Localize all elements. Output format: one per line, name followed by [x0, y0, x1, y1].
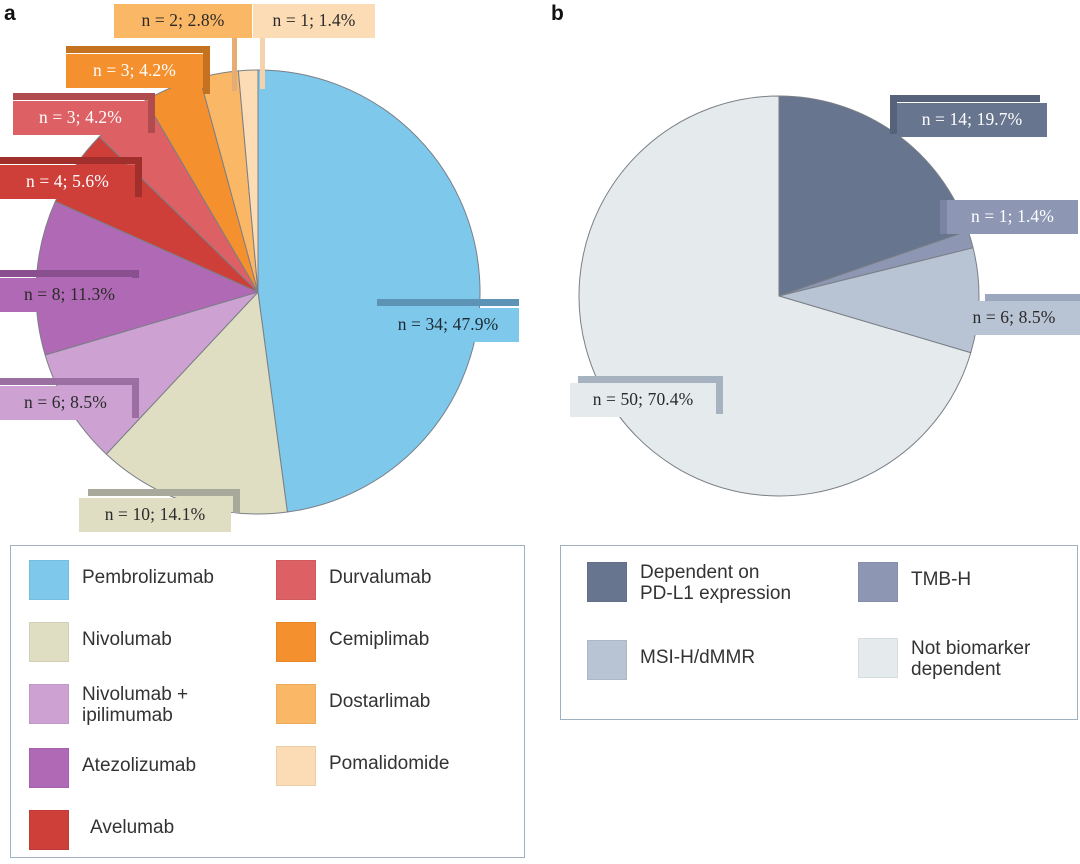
- legend-label-cemiplimab: Cemiplimab: [329, 629, 430, 650]
- leader-nivo-ipi: [0, 378, 139, 385]
- leader-pdl1: [890, 95, 1040, 102]
- leader-not-biomarker: [578, 376, 723, 383]
- leader-nivolumab-vert: [233, 489, 240, 513]
- legend-label-pembrolizumab: Pembrolizumab: [82, 567, 214, 588]
- pie-slice: [778, 247, 980, 354]
- legend-swatch-tmb-h: [858, 562, 898, 602]
- label-nivo-ipi: n = 6; 8.5%: [0, 386, 131, 420]
- legend-label-nivolumab-ipilimumab: Nivolumab + ipilimumab: [82, 684, 189, 726]
- legend-item-dostarlimab[interactable]: Dostarlimab: [276, 684, 449, 724]
- leader-atezolizumab: [0, 270, 139, 277]
- leader-cemiplimab-vert: [203, 46, 210, 94]
- legend-item-tmb-h[interactable]: TMB-H: [858, 562, 1030, 602]
- label-pomalidomide: n = 1; 1.4%: [253, 4, 375, 38]
- leader-cemiplimab: [66, 46, 210, 53]
- legend-label-avelumab: Avelumab: [90, 817, 175, 838]
- legend-item-durvalumab[interactable]: Durvalumab: [276, 560, 449, 600]
- leader-pdl1-vert: [890, 95, 897, 134]
- leader-msih: [985, 294, 1080, 301]
- leader-durvalumab-vert: [148, 93, 155, 133]
- legend-a-column-left: Pembrolizumab Nivolumab Nivolumab + ipil…: [29, 560, 214, 850]
- legend-swatch-nivolumab: [29, 622, 69, 662]
- legend-item-nivolumab[interactable]: Nivolumab: [29, 622, 214, 662]
- label-msih: n = 6; 8.5%: [948, 301, 1080, 335]
- pie-slice: [257, 69, 481, 513]
- label-nivolumab: n = 10; 14.1%: [79, 498, 231, 532]
- leader-tmbh-vert: [940, 200, 947, 234]
- leader-avelumab-vert: [135, 157, 142, 197]
- legend-item-cemiplimab[interactable]: Cemiplimab: [276, 622, 449, 662]
- legend-item-not-biomarker-dependent[interactable]: Not biomarker dependent: [858, 638, 1030, 680]
- leader-pomalidomide-vert: [260, 38, 265, 89]
- pie-slice: [237, 69, 259, 293]
- legend-swatch-cemiplimab: [276, 622, 316, 662]
- legend-panel-a: Pembrolizumab Nivolumab Nivolumab + ipil…: [10, 545, 525, 858]
- legend-item-atezolizumab[interactable]: Atezolizumab: [29, 748, 214, 788]
- pie-slice: [35, 200, 259, 356]
- label-tmbh: n = 1; 1.4%: [947, 200, 1078, 234]
- panel-letter-b: b: [551, 2, 564, 25]
- legend-panel-b: Dependent on PD-L1 expression MSI-H/dMMR…: [560, 545, 1078, 720]
- panel-letter-a: a: [4, 2, 16, 25]
- leader-not-biomarker-vert: [716, 376, 723, 414]
- leader-pembrolizumab: [377, 299, 519, 306]
- legend-label-dostarlimab: Dostarlimab: [329, 691, 431, 712]
- pie-b-svg: [578, 95, 980, 497]
- legend-item-avelumab[interactable]: Avelumab: [29, 810, 214, 850]
- legend-swatch-pembrolizumab: [29, 560, 69, 600]
- pie-chart-b: [540, 0, 1080, 540]
- legend-swatch-durvalumab: [276, 560, 316, 600]
- legend-label-pdl1-dependent: Dependent on PD-L1 expression: [640, 562, 792, 604]
- leader-avelumab: [0, 157, 142, 164]
- leader-nivolumab: [88, 489, 240, 496]
- label-pembrolizumab: n = 34; 47.9%: [377, 308, 519, 342]
- legend-label-pomalidomide: Pomalidomide: [329, 753, 450, 774]
- legend-swatch-nivolumab-ipilimumab: [29, 684, 69, 724]
- legend-label-nivolumab: Nivolumab: [82, 629, 172, 650]
- legend-swatch-not-biomarker-dependent: [858, 638, 898, 678]
- legend-item-pomalidomide[interactable]: Pomalidomide: [276, 746, 449, 786]
- legend-swatch-atezolizumab: [29, 748, 69, 788]
- legend-b-column-left: Dependent on PD-L1 expression MSI-H/dMMR: [587, 562, 791, 680]
- legend-label-not-biomarker-dependent: Not biomarker dependent: [911, 638, 1031, 680]
- legend-item-msih-dmmr[interactable]: MSI-H/dMMR: [587, 640, 791, 680]
- label-cemiplimab: n = 3; 4.2%: [66, 54, 203, 88]
- legend-a-column-right: Durvalumab Cemiplimab Dostarlimab Pomali…: [276, 560, 449, 786]
- leader-dostarlimab-vert: [232, 38, 237, 91]
- legend-swatch-pomalidomide: [276, 746, 316, 786]
- legend-swatch-avelumab: [29, 810, 69, 850]
- legend-item-nivolumab-ipilimumab[interactable]: Nivolumab + ipilimumab: [29, 684, 214, 726]
- legend-swatch-dostarlimab: [276, 684, 316, 724]
- pie-a-svg: [35, 69, 481, 515]
- label-not-biomarker: n = 50; 70.4%: [570, 383, 716, 417]
- legend-swatch-msih-dmmr: [587, 640, 627, 680]
- leader-nivo-ipi-vert: [132, 378, 139, 418]
- legend-label-msih-dmmr: MSI-H/dMMR: [640, 647, 756, 668]
- legend-b-column-right: TMB-H Not biomarker dependent: [858, 562, 1030, 680]
- label-pdl1: n = 14; 19.7%: [897, 103, 1047, 137]
- legend-swatch-pdl1-dependent: [587, 562, 627, 602]
- label-avelumab: n = 4; 5.6%: [0, 165, 135, 199]
- legend-label-tmb-h: TMB-H: [911, 569, 972, 590]
- label-dostarlimab: n = 2; 2.8%: [114, 4, 252, 38]
- legend-item-pdl1-dependent[interactable]: Dependent on PD-L1 expression: [587, 562, 791, 604]
- legend-label-atezolizumab: Atezolizumab: [82, 755, 197, 776]
- legend-label-durvalumab: Durvalumab: [329, 567, 432, 588]
- pie-chart-a: [0, 0, 540, 540]
- label-atezolizumab: n = 8; 11.3%: [0, 278, 139, 312]
- label-durvalumab: n = 3; 4.2%: [13, 101, 148, 135]
- leader-durvalumab: [13, 93, 155, 100]
- legend-item-pembrolizumab[interactable]: Pembrolizumab: [29, 560, 214, 600]
